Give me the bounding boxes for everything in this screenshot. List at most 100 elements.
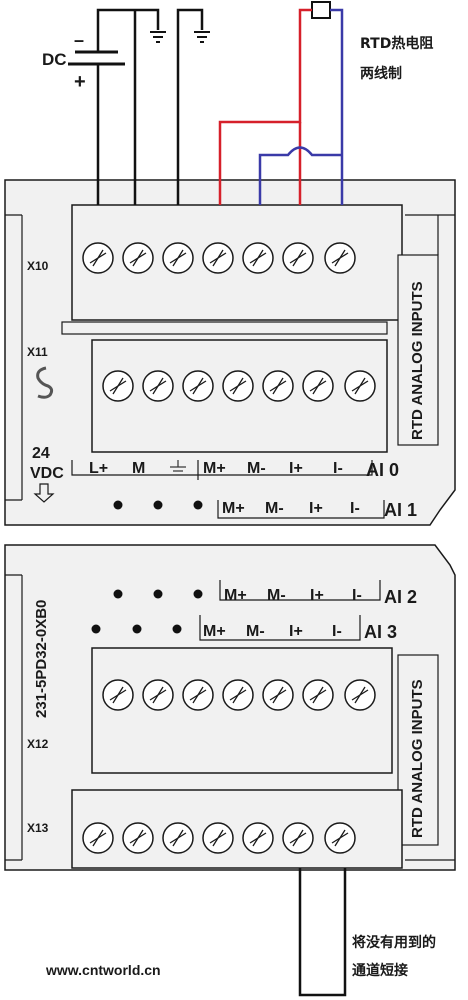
rtd-two-wire-label: 两线制 xyxy=(360,65,402,82)
bullet xyxy=(132,624,142,634)
x11-label: X11 xyxy=(27,345,48,359)
terminal-screw-icon xyxy=(122,242,154,274)
terminal-screw-icon xyxy=(262,370,294,402)
voltage-24-label: 24 xyxy=(32,445,50,462)
arrow-down-icon xyxy=(33,483,55,503)
bullet xyxy=(113,500,123,510)
ai0-mplus-label: M+ xyxy=(203,460,226,477)
ai3-iminus-label: I- xyxy=(332,623,342,640)
terminal-screw-icon xyxy=(202,242,234,274)
wire-dc-minus-to-m xyxy=(96,8,160,52)
ai2-mplus-label: M+ xyxy=(224,587,247,604)
terminal-screw-icon xyxy=(142,370,174,402)
blue-wire-to-mminus xyxy=(258,146,342,205)
ai0-iplus-label: I+ xyxy=(289,460,303,477)
terminal-screw-icon xyxy=(102,679,134,711)
terminal-screw-icon xyxy=(82,822,114,854)
terminal-screw-icon xyxy=(324,242,356,274)
terminal-screw-icon xyxy=(222,679,254,711)
short-note-line1: 将没有用到的 xyxy=(352,934,436,951)
terminal-screw-icon xyxy=(162,242,194,274)
bullet xyxy=(172,624,182,634)
ai2-iminus-label: I- xyxy=(352,587,362,604)
lower-side-label: RTD ANALOG INPUTS xyxy=(409,679,426,838)
terminal-screw-icon xyxy=(344,679,376,711)
lower-module-labels: 231-5PD32-0XB0 X12 X13 RTD ANALOG INPUTS… xyxy=(27,587,426,838)
ai1-mplus-label: M+ xyxy=(222,500,245,517)
ai3-channel-label: AI 3 xyxy=(364,622,397,642)
part-number-label: 231-5PD32-0XB0 xyxy=(33,600,50,718)
terminal-screw-icon xyxy=(242,242,274,274)
terminal-screw-icon xyxy=(282,242,314,274)
lower-side-label-panel xyxy=(397,654,439,846)
dc-label: DC xyxy=(42,50,67,69)
bullet xyxy=(153,500,163,510)
bottom-labels: www.cntworld.cn 将没有用到的 通道短接 xyxy=(45,934,436,979)
ai2-mminus-label: M- xyxy=(267,587,286,604)
terminal-screw-icon xyxy=(242,822,274,854)
bullet xyxy=(193,589,203,599)
upper-module-labels: X10 X11 24 VDC RTD ANALOG INPUTS L+ M M+… xyxy=(27,259,426,520)
lplus-label: L+ xyxy=(89,460,108,477)
upper-terminal-row-x11 xyxy=(102,370,376,402)
upper-side-label-panel xyxy=(397,254,439,446)
terminal-screw-icon xyxy=(222,370,254,402)
x10-label: X10 xyxy=(27,259,49,273)
ai0-mminus-label: M- xyxy=(247,460,266,477)
terminal-screw-icon xyxy=(182,679,214,711)
unused-channel-short-link xyxy=(298,868,347,997)
rtd-sensor-wiring xyxy=(218,1,344,205)
bullet xyxy=(91,624,101,634)
ai0-channel-label: AI 0 xyxy=(366,460,399,480)
x13-label: X13 xyxy=(27,821,49,835)
lower-module xyxy=(4,544,456,871)
terminal-screw-icon xyxy=(324,822,356,854)
ai0-iminus-label: I- xyxy=(333,460,343,477)
rtd-resistor-icon xyxy=(311,1,331,19)
terminal-screw-icon xyxy=(282,822,314,854)
dc-supply-wiring xyxy=(68,8,204,205)
ai1-iplus-label: I+ xyxy=(309,500,323,517)
siemens-s-logo-icon xyxy=(36,366,54,399)
terminal-screw-icon xyxy=(82,242,114,274)
top-labels: DC – + RTD热电阻 两线制 xyxy=(42,30,433,93)
wire-earth-terminal xyxy=(176,8,204,205)
earth-terminal-icon xyxy=(170,460,186,476)
voltage-vdc-label: VDC xyxy=(30,465,64,482)
upper-module xyxy=(4,179,456,526)
upper-side-label: RTD ANALOG INPUTS xyxy=(409,281,426,440)
ai1-iminus-label: I- xyxy=(350,500,360,517)
x12-terminal-block xyxy=(91,647,393,774)
bullet xyxy=(193,500,203,510)
ai3-mminus-label: M- xyxy=(246,623,265,640)
blue-wire xyxy=(330,8,344,205)
terminal-screw-icon xyxy=(262,679,294,711)
terminal-screw-icon xyxy=(102,370,134,402)
bullet xyxy=(153,589,163,599)
lower-terminal-row-x12 xyxy=(102,679,376,711)
terminal-screw-icon xyxy=(302,679,334,711)
ai3-iplus-label: I+ xyxy=(289,623,303,640)
website-label: www.cntworld.cn xyxy=(45,962,161,978)
rtd-title-label: RTD热电阻 xyxy=(360,35,433,52)
terminal-screw-icon xyxy=(302,370,334,402)
ai2-iplus-label: I+ xyxy=(310,587,324,604)
terminal-screw-icon xyxy=(122,822,154,854)
terminal-screw-icon xyxy=(142,679,174,711)
ground-symbol-icon xyxy=(194,31,210,43)
dc-minus-label: – xyxy=(74,30,84,50)
ai3-mplus-label: M+ xyxy=(203,623,226,640)
ai1-mminus-label: M- xyxy=(265,500,284,517)
x12-label: X12 xyxy=(27,737,49,751)
short-note-line2: 通道短接 xyxy=(352,962,408,979)
ai1-channel-label: AI 1 xyxy=(384,500,417,520)
dc-plus-label: + xyxy=(74,71,86,93)
terminal-screw-icon xyxy=(162,822,194,854)
upper-terminal-row-x10 xyxy=(82,242,356,274)
lower-terminal-row-x13 xyxy=(82,822,356,854)
terminal-screw-icon xyxy=(344,370,376,402)
ground-symbol-icon xyxy=(150,31,166,43)
m-label: M xyxy=(132,460,145,477)
